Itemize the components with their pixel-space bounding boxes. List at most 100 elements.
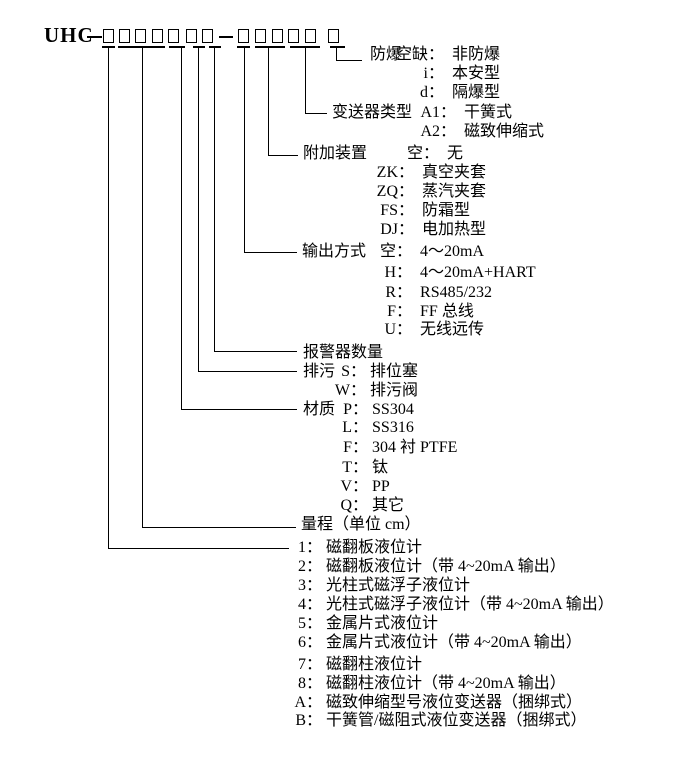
option-row: 8：磁翻柱液位计（带 4~20mA 输出） bbox=[293, 674, 566, 693]
leader-alarm bbox=[213, 46, 215, 352]
code-box bbox=[186, 29, 197, 43]
colon: ： bbox=[352, 439, 369, 456]
option-code: DJ bbox=[380, 221, 398, 238]
model-prefix: UHC bbox=[44, 23, 94, 47]
colon: ： bbox=[306, 539, 323, 556]
option-code: 1 bbox=[298, 539, 306, 556]
colon: ： bbox=[398, 202, 415, 219]
colon: ： bbox=[352, 419, 369, 436]
option-row: L：SS316 bbox=[334, 418, 414, 437]
option-row: F：FF 总线 bbox=[356, 302, 474, 321]
option-code: 4 bbox=[298, 596, 306, 613]
option-row: P：SS304 bbox=[334, 400, 414, 419]
code-box bbox=[272, 29, 283, 43]
leader-drain bbox=[197, 46, 199, 372]
option-row: F：304 衬 PTFE bbox=[334, 438, 457, 457]
option-desc: SS304 bbox=[372, 401, 414, 418]
option-desc: 304 衬 PTFE bbox=[372, 439, 458, 456]
group-dash bbox=[219, 36, 233, 38]
colon: ： bbox=[398, 183, 415, 200]
option-row: A：磁致伸缩型号液位变送器（捆绑式） bbox=[293, 693, 582, 712]
option-code: A bbox=[294, 694, 306, 711]
colon: ： bbox=[396, 264, 413, 281]
option-code: 5 bbox=[298, 615, 306, 632]
code-box bbox=[119, 29, 130, 43]
colon: ： bbox=[396, 243, 413, 260]
leader-accessory bbox=[267, 46, 269, 156]
option-code: H bbox=[384, 264, 396, 281]
code-box bbox=[202, 29, 213, 43]
colon: ： bbox=[306, 694, 323, 711]
colon: ： bbox=[423, 145, 440, 162]
option-row: H： 4～20mA+HART bbox=[356, 263, 536, 282]
branch-transmitter bbox=[304, 112, 327, 114]
option-desc: 金属片式液位计 bbox=[326, 615, 439, 632]
option-code: FS bbox=[380, 202, 398, 219]
underline-drain bbox=[193, 46, 205, 48]
option-row: ZK：真空夹套 bbox=[358, 163, 486, 182]
code-box bbox=[238, 29, 249, 43]
option-code: P bbox=[343, 401, 352, 418]
branch-type bbox=[107, 547, 289, 549]
option-desc: PP bbox=[372, 478, 390, 495]
option-row: DJ：电加热型 bbox=[358, 220, 486, 239]
option-row: T：钛 bbox=[334, 458, 388, 477]
option-code: 8 bbox=[298, 675, 306, 692]
colon: ： bbox=[306, 675, 323, 692]
option-desc: 隔爆型 bbox=[452, 84, 501, 101]
label-exproof: 防爆 bbox=[370, 46, 403, 63]
option-desc: 磁致伸缩型号液位变送器（捆绑式） bbox=[326, 694, 583, 711]
colon: ： bbox=[306, 656, 323, 673]
underline-alarm bbox=[209, 46, 221, 48]
option-desc: 4～20mA bbox=[420, 243, 485, 260]
colon: ： bbox=[440, 104, 457, 121]
colon: ： bbox=[306, 558, 323, 575]
option-desc: 非防爆 bbox=[452, 46, 501, 63]
colon: ： bbox=[396, 284, 413, 301]
leader-material bbox=[180, 46, 182, 410]
code-box bbox=[103, 29, 114, 43]
option-code: 空 bbox=[406, 145, 423, 162]
option-desc: 防霜型 bbox=[422, 202, 471, 219]
colon: ： bbox=[306, 712, 323, 729]
leader-type bbox=[107, 46, 109, 549]
option-row: ZQ：蒸汽夹套 bbox=[358, 182, 486, 201]
branch-output bbox=[243, 251, 297, 253]
colon: ： bbox=[428, 84, 445, 101]
option-desc: 光柱式磁浮子液位计 bbox=[326, 577, 471, 594]
underline-material bbox=[169, 46, 185, 48]
option-desc: 4～20mA+HART bbox=[420, 264, 536, 281]
option-row: 4：光柱式磁浮子液位计（带 4~20mA 输出） bbox=[293, 595, 614, 614]
colon: ： bbox=[352, 497, 369, 514]
label-accessory: 附加装置 bbox=[303, 145, 368, 162]
option-desc: SS316 bbox=[372, 419, 414, 436]
prefix-dash bbox=[87, 36, 102, 38]
option-desc: 钛 bbox=[372, 459, 389, 476]
option-row: 2：磁翻板液位计（带 4~20mA 输出） bbox=[293, 557, 566, 576]
code-box bbox=[152, 29, 163, 43]
label-material: 材质 bbox=[303, 401, 336, 418]
branch-alarm bbox=[213, 350, 297, 352]
colon: ： bbox=[398, 164, 415, 181]
option-code: 6 bbox=[298, 634, 306, 651]
colon: ： bbox=[306, 634, 323, 651]
option-row: 空：无 bbox=[383, 144, 463, 163]
option-row: 7：磁翻柱液位计 bbox=[293, 655, 422, 674]
underline-exproof bbox=[330, 46, 345, 48]
colon: ： bbox=[306, 596, 323, 613]
option-code: 空 bbox=[379, 243, 396, 260]
option-row: Q：其它 bbox=[334, 496, 404, 515]
option-desc: 干簧式 bbox=[464, 104, 513, 121]
option-desc: 金属片式液位计（带 4~20mA 输出） bbox=[326, 634, 582, 651]
option-code: S bbox=[341, 363, 350, 380]
option-desc: 磁翻柱液位计（带 4~20mA 输出） bbox=[326, 675, 566, 692]
option-row: 3：光柱式磁浮子液位计 bbox=[293, 576, 470, 595]
code-box bbox=[135, 29, 146, 43]
option-row: 6：金属片式液位计（带 4~20mA 输出） bbox=[293, 633, 582, 652]
option-desc: 蒸汽夹套 bbox=[422, 183, 487, 200]
option-code: A2 bbox=[420, 123, 440, 140]
option-row: d：隔爆型 bbox=[388, 83, 500, 102]
option-code: A1 bbox=[420, 104, 440, 121]
label-range: 量程（单位 cm） bbox=[301, 516, 421, 533]
option-desc: 其它 bbox=[372, 497, 405, 514]
